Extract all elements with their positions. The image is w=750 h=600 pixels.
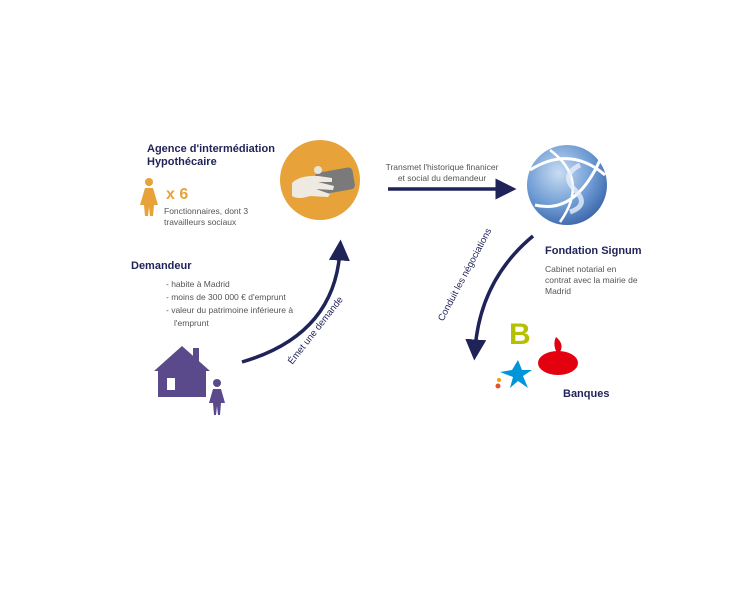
santander-logo [538,337,578,375]
agency-description: Fonctionnaires, dont 3 travailleurs soci… [164,206,249,227]
svg-text:B: B [509,318,531,351]
applicant-title: Demandeur [131,260,192,272]
bankia-logo: B [509,318,531,351]
request-arrow [241,239,350,364]
agency-title-line1: Agence d'intermédiation [147,143,275,155]
agency-count: x 6 [166,186,189,203]
foundation-title: Fondation Signum [545,245,642,257]
list-item: - habite à Madrid [166,279,230,289]
list-item: - valeur du patrimoine inférieure à l'em… [166,305,294,328]
applicant-criteria-list: - habite à Madrid - moins de 300 000 € d… [166,278,311,330]
banks-label: Banques [563,388,610,400]
negotiate-arrow [465,234,535,361]
transmit-label-line2: et social du demandeur [397,173,487,183]
transmit-label: Transmet l'historique finanicer et socia… [378,162,506,184]
woman-icon [140,178,158,216]
applicant-woman-icon [209,379,225,415]
house-icon [154,346,210,397]
fondation-signum-logo [527,145,607,225]
foundation-description: Cabinet notarial en contrat avec la mair… [545,264,638,296]
list-item: - moins de 300 000 € d'emprunt [166,292,286,302]
caixabank-logo [495,360,532,389]
agency-title: Agence d'intermédiation Hypothécaire [147,143,275,169]
agency-title-line2: Hypothécaire [147,156,217,168]
handshake-icon [280,140,360,220]
transmit-label-line1: Transmet l'historique finanicer [385,162,499,172]
